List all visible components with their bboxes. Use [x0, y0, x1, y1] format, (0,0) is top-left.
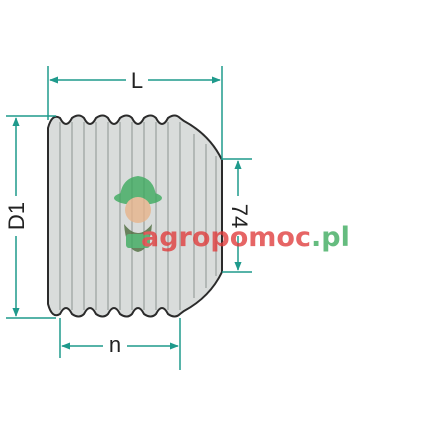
watermark-text: agropomoc.pl — [141, 222, 350, 253]
watermark: agropomoc.pl — [114, 176, 350, 253]
length-label: L — [131, 68, 143, 93]
diameter-label: D1 — [4, 202, 29, 230]
farmer-mascot-logo — [114, 176, 162, 252]
pitch-label: n — [109, 332, 121, 357]
small-end-label: 74 — [227, 204, 252, 228]
extension-lines — [6, 66, 252, 370]
